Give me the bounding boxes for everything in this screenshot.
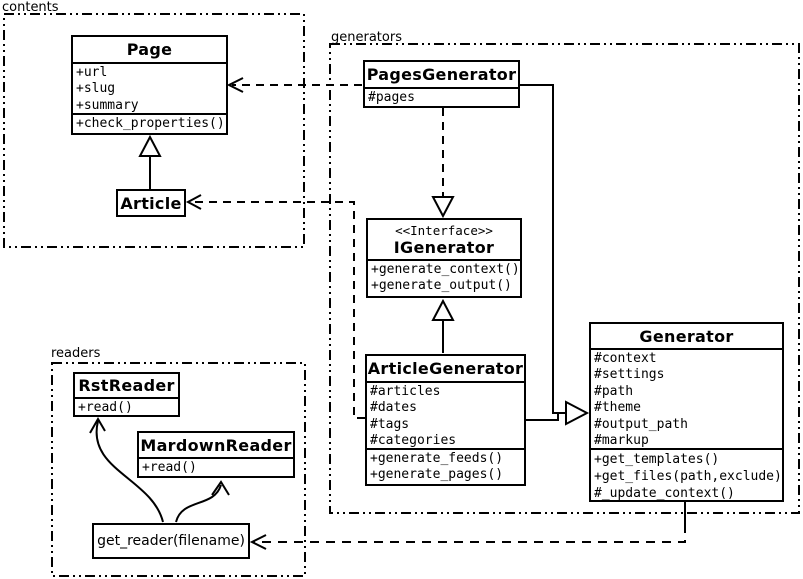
- class-title: Page: [73, 37, 226, 64]
- generalization-triangle-icon: [565, 400, 590, 426]
- attributes-section: #pages: [365, 89, 518, 106]
- class-article: Article: [116, 189, 186, 217]
- class-title: ArticleGenerator: [367, 356, 524, 383]
- class-generator: Generator #context #settings #path #them…: [589, 322, 784, 502]
- generalization-triangle-icon: [138, 134, 162, 157]
- method-row: +check_properties(): [76, 116, 225, 131]
- package-border-readers: [51, 362, 306, 577]
- class-page: Page +url +slug +summary +check_properti…: [71, 35, 228, 135]
- arrow-line-getreader-rstreader: [95, 420, 164, 523]
- package-border-generators: [329, 43, 800, 514]
- attribute-row: #categories: [370, 433, 457, 449]
- generalization-triangle-icon: [431, 298, 455, 321]
- class-pages-generator: PagesGenerator #pages: [363, 60, 520, 108]
- attribute-row: +slug: [76, 81, 116, 97]
- class-article-generator: ArticleGenerator #articles #dates #tags …: [365, 354, 526, 486]
- attribute-row: #path: [594, 383, 634, 399]
- methods-section: +get_templates() +get_files(path,exclude…: [591, 450, 782, 502]
- attributes-section: #context #settings #path #theme #output_…: [591, 350, 782, 450]
- attributes-section: +url +slug +summary: [73, 64, 226, 115]
- methods-section: +generate_context() +generate_output(): [368, 261, 520, 295]
- open-arrowhead-icon: [226, 77, 244, 93]
- method-row: #_update_context(): [594, 486, 735, 501]
- class-title: Generator: [591, 324, 782, 350]
- dependency-line-generator-getreader: [254, 524, 686, 543]
- method-row: +generate_feeds(): [370, 451, 504, 466]
- methods-section: +check_properties(): [73, 115, 226, 132]
- attribute-row: #theme: [594, 400, 641, 416]
- methods-section: +generate_feeds() +generate_pages(): [367, 450, 524, 484]
- attribute-row: #pages: [368, 90, 415, 105]
- package-label-generators: generators: [331, 30, 402, 45]
- method-row: +get_templates(): [594, 452, 720, 467]
- class-igenerator: <<Interface>> IGenerator +generate_conte…: [366, 218, 522, 298]
- stereotype-label: <<Interface>>: [395, 223, 493, 238]
- dependency-line-articlegenerator-article: [191, 201, 365, 419]
- open-arrowhead-icon: [211, 480, 230, 496]
- attribute-row: #tags: [370, 416, 410, 432]
- generalization-line-pagesgenerator-generator: [520, 84, 566, 414]
- realization-triangle-icon: [431, 196, 455, 219]
- attribute-row: #context: [594, 351, 657, 366]
- method-row: +read(): [142, 460, 197, 475]
- attribute-row: #output_path: [594, 416, 688, 432]
- function-box-get-reader: get_reader(filename): [92, 523, 250, 559]
- method-row: +get_files(path,exclude): [594, 469, 782, 484]
- class-rst-reader: RstReader +read(): [73, 372, 180, 417]
- methods-section: +read(): [139, 459, 293, 476]
- method-row: +read(): [78, 400, 133, 415]
- package-label-contents: contents: [2, 0, 59, 15]
- method-row: +generate_context(): [371, 262, 520, 277]
- attribute-row: #articles: [370, 384, 441, 399]
- package-border-contents: [3, 13, 305, 248]
- class-title: Article: [120, 193, 182, 213]
- class-title: RstReader: [75, 374, 178, 399]
- attribute-row: #dates: [370, 400, 417, 416]
- function-label: get_reader(filename): [97, 533, 245, 549]
- class-markdown-reader: MardownReader +read(): [137, 431, 295, 478]
- open-arrowhead-icon: [249, 534, 267, 550]
- attributes-section: #articles #dates #tags #categories: [367, 383, 524, 450]
- class-title: IGenerator: [393, 238, 495, 257]
- methods-section: +read(): [75, 399, 178, 416]
- package-label-readers: readers: [51, 346, 101, 361]
- generalization-line-articlegenerator-generator: [526, 414, 559, 421]
- interface-header: <<Interface>> IGenerator: [368, 220, 520, 261]
- arrow-line-getreader-markdownreader: [175, 484, 222, 523]
- method-row: +generate_output(): [371, 278, 512, 294]
- class-title: MardownReader: [139, 433, 293, 459]
- open-arrowhead-icon: [89, 417, 106, 434]
- open-arrowhead-icon: [185, 194, 202, 210]
- method-row: +generate_pages(): [370, 467, 504, 483]
- attribute-row: #markup: [594, 433, 649, 449]
- attribute-row: +summary: [76, 97, 139, 113]
- attribute-row: #settings: [594, 367, 665, 383]
- attribute-row: +url: [76, 65, 108, 80]
- class-title: PagesGenerator: [365, 62, 518, 89]
